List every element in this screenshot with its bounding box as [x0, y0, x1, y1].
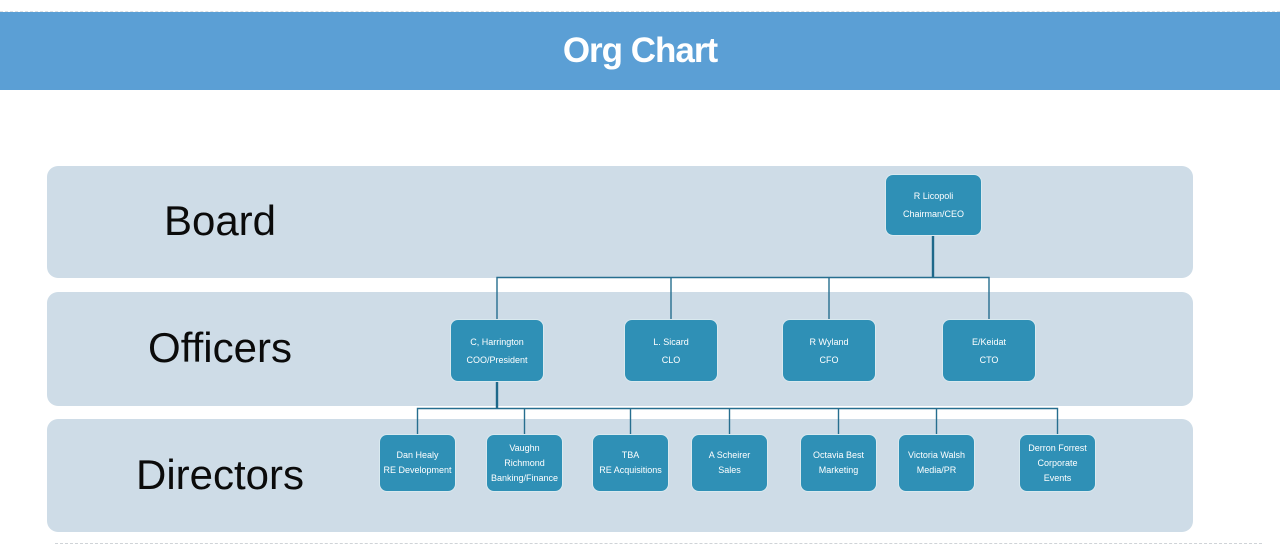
org-node-chairman-ceo[interactable]: R Licopoli Chairman/CEO: [885, 174, 982, 236]
node-role: CFO: [819, 354, 839, 365]
node-name: TBA: [621, 450, 640, 460]
node-role: Media/PR: [916, 465, 957, 475]
band-directors-label: Directors: [135, 450, 305, 498]
node-role: Sales: [718, 465, 741, 475]
node-name: Victoria Walsh: [907, 450, 966, 460]
node-role: RE Development: [383, 465, 452, 475]
node-name: Derron Forrest: [1028, 442, 1087, 453]
node-name: L. Sicard: [653, 336, 689, 347]
node-role: CLO: [661, 354, 681, 365]
org-node-re-development[interactable]: Dan Healy RE Development: [379, 434, 456, 492]
band-board: Board: [47, 166, 1193, 278]
node-role: Corporate: [1037, 457, 1078, 468]
node-role: RE Acquisitions: [599, 465, 662, 475]
org-node-media-pr[interactable]: Victoria Walsh Media/PR: [898, 434, 975, 492]
band-board-label: Board: [163, 197, 277, 245]
node-role: Chairman/CEO: [902, 209, 965, 219]
node-name: Octavia Best: [812, 450, 865, 460]
node-role: Marketing: [818, 465, 859, 475]
page-boundary-line-bottom: [55, 543, 1262, 544]
node-name: R Wyland: [809, 336, 849, 347]
org-node-sales[interactable]: A Scheirer Sales: [691, 434, 768, 492]
node-role: CTO: [979, 354, 999, 365]
org-node-re-acquisitions[interactable]: TBA RE Acquisitions: [592, 434, 669, 492]
node-name-2: Richmond: [504, 457, 545, 468]
band-officers-label: Officers: [148, 324, 292, 372]
node-name: E/Keidat: [971, 336, 1007, 347]
org-node-cfo[interactable]: R Wyland CFO: [782, 319, 876, 382]
node-role: COO/President: [466, 354, 528, 365]
node-name: C, Harrington: [470, 336, 524, 347]
node-name: Vaughn: [509, 442, 540, 453]
page-title: Org Chart: [562, 31, 718, 70]
org-node-marketing[interactable]: Octavia Best Marketing: [800, 434, 877, 492]
node-role-2: Events: [1043, 472, 1072, 483]
title-bar: Org Chart: [0, 12, 1280, 90]
node-name: A Scheirer: [708, 450, 751, 460]
org-node-banking-finance[interactable]: Vaughn Richmond Banking/Finance: [486, 434, 563, 492]
org-node-coo-president[interactable]: C, Harrington COO/President: [450, 319, 544, 382]
org-node-clo[interactable]: L. Sicard CLO: [624, 319, 718, 382]
org-node-corporate-events[interactable]: Derron Forrest Corporate Events: [1019, 434, 1096, 492]
page-boundary-line-top: [0, 11, 1280, 12]
org-node-cto[interactable]: E/Keidat CTO: [942, 319, 1036, 382]
node-name: Dan Healy: [396, 450, 439, 460]
node-name: R Licopoli: [913, 191, 954, 201]
node-role: Banking/Finance: [490, 472, 559, 483]
